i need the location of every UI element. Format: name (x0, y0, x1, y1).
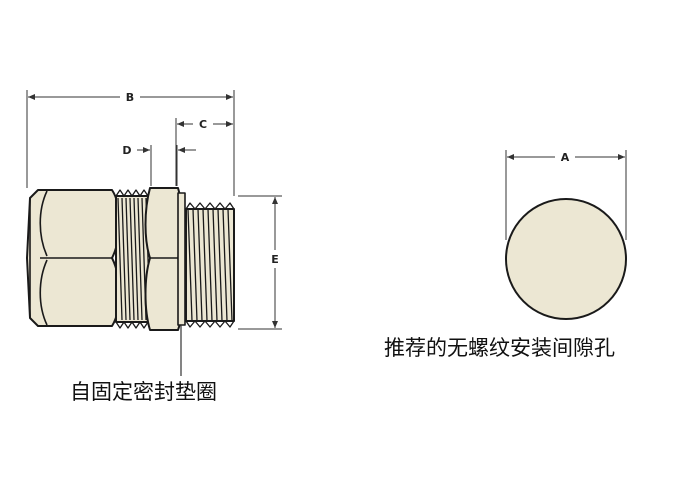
dim-label-e: E (271, 253, 279, 266)
nut-thread-lines (115, 189, 153, 329)
gasket-caption: 自固定密封垫圈 (70, 380, 217, 404)
male-thread-lines (185, 202, 235, 328)
dim-label-c: C (199, 118, 207, 131)
cable-gland-side-view (26, 187, 235, 331)
dim-label-a: A (561, 151, 570, 164)
dimension-lines (26, 90, 282, 376)
sealing-gasket (177, 192, 186, 326)
hole-caption: 推荐的无螺纹安装间隙孔 (384, 336, 615, 360)
clearance-hole (505, 198, 627, 320)
hex-facet-lines (29, 190, 112, 326)
dim-label-b: B (126, 91, 134, 104)
dim-label-d: D (122, 144, 131, 157)
dim-a-lines (505, 150, 627, 240)
